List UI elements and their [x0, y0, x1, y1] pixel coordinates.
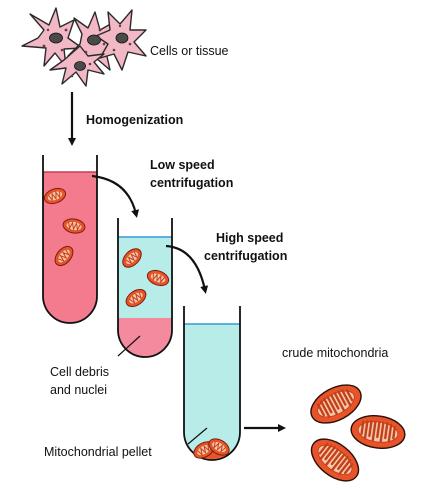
- nucleus-4: [74, 61, 86, 71]
- label-high-speed-1: High speed: [216, 231, 283, 245]
- tube-high-speed: [183, 306, 241, 463]
- low-speed-arrow: [91, 174, 139, 218]
- mitochondrial-pellet: [190, 434, 233, 463]
- label-high-speed-2: centrifugation: [204, 249, 287, 263]
- label-low-speed-2: centrifugation: [150, 176, 233, 190]
- cell-granules: [42, 24, 132, 78]
- nucleus-2: [87, 34, 101, 46]
- cells-cluster: [21, 7, 147, 87]
- label-low-speed-1: Low speed: [150, 158, 215, 172]
- tube-low-speed: [117, 218, 173, 358]
- label-mitochondrial-pellet: Mitochondrial pellet: [44, 445, 152, 459]
- label-homogenization: Homogenization: [86, 113, 183, 127]
- label-cell-debris-2: and nuclei: [50, 383, 107, 397]
- nucleus-1: [49, 32, 63, 44]
- nucleus-3: [115, 32, 129, 44]
- tube-homogenate: [41, 155, 98, 324]
- label-cell-debris-1: Cell debris: [50, 365, 109, 379]
- label-cells-or-tissue: Cells or tissue: [150, 44, 229, 58]
- crude-mitochondria: [302, 375, 409, 489]
- debris-pointer: [117, 335, 141, 357]
- high-speed-arrow: [165, 244, 209, 294]
- crude-mito-2: [347, 411, 409, 453]
- label-crude-mitochondria: crude mitochondria: [282, 346, 388, 360]
- pellet-pointer: [187, 427, 208, 445]
